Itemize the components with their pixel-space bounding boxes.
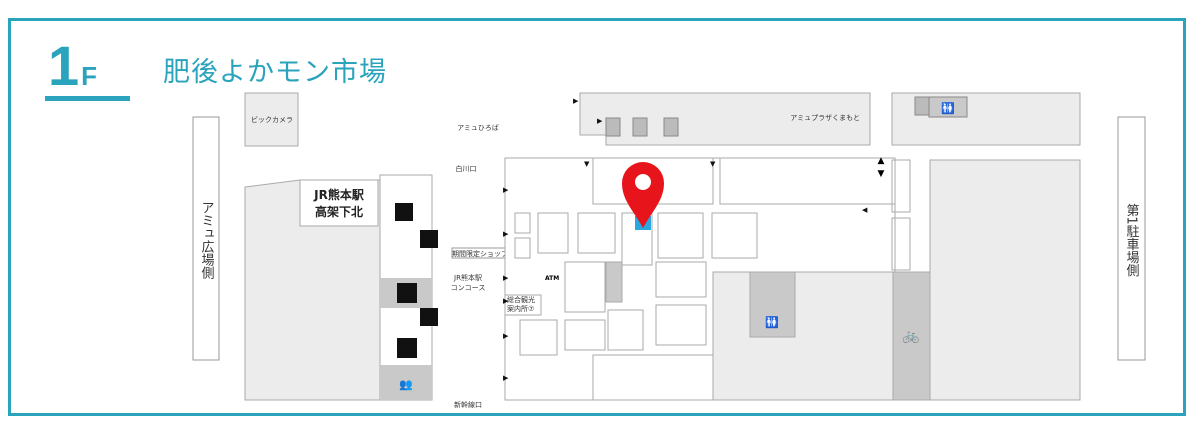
svg-text:▶: ▶ xyxy=(503,297,509,305)
down-arrow-icon: ▼ xyxy=(878,169,885,179)
service-icon xyxy=(397,283,417,303)
entrance-arrows: ▶ ▶ ▶ ▶ ▶ ▶ ▶ ▶ ▼ ▼ ◀ xyxy=(503,97,868,382)
tourist-info-label-1: 総合観光 xyxy=(507,295,535,304)
amu-hiroba-label: アミュひろば xyxy=(457,123,499,132)
bic-camera-label: ビックカメラ xyxy=(251,115,293,124)
concourse-label-1: JR熊本駅 xyxy=(453,273,482,282)
left-side-label: アミュ広場側 xyxy=(199,201,215,279)
jr-kita-label-1: JR熊本駅 xyxy=(313,187,365,202)
elevator-icon xyxy=(914,96,930,116)
smoking-area xyxy=(605,261,623,303)
floor-indicator: 1F xyxy=(48,36,97,96)
svg-text:▶: ▶ xyxy=(503,332,509,340)
floor-underline xyxy=(45,96,130,101)
svg-text:▼: ▼ xyxy=(584,160,590,168)
up-arrow-icon: ▲ xyxy=(878,156,885,166)
limited-shop-label: 期間限定ショップ xyxy=(452,249,508,258)
svg-text:◀: ◀ xyxy=(862,206,868,214)
svg-text:▼: ▼ xyxy=(710,160,716,168)
restroom-glyph: 🚻 xyxy=(941,102,955,115)
amu-plaza-block xyxy=(579,92,871,146)
shirakawa-exit-label: 白川口 xyxy=(456,164,477,173)
east-area xyxy=(929,159,1081,401)
tourist-info-block xyxy=(504,294,542,316)
right-side-box xyxy=(1117,116,1146,361)
market-east-area xyxy=(712,271,896,401)
svg-text:▶: ▶ xyxy=(503,274,509,282)
elevator-icon xyxy=(632,117,648,137)
restroom-icon xyxy=(928,96,968,118)
jr-kita-block xyxy=(299,179,379,227)
svg-text:▶: ▶ xyxy=(503,230,509,238)
concourse-label-2: コンコース xyxy=(451,284,486,292)
elevator-icon xyxy=(663,117,679,137)
waiting-room-icon: 👥 xyxy=(399,378,413,391)
floor-suffix: F xyxy=(81,61,98,91)
floor-number: 1 xyxy=(48,34,80,97)
svg-text:▶: ▶ xyxy=(503,374,509,382)
page-title: 肥後よかモン市場 xyxy=(163,57,387,88)
locker-icon xyxy=(397,338,417,358)
train-icon xyxy=(395,203,413,221)
atm-label: ATM xyxy=(545,275,559,282)
left-side-box xyxy=(192,116,220,361)
gray-cell xyxy=(380,365,432,400)
bicycle-icon: 🚲 xyxy=(902,328,919,344)
location-pin-icon[interactable] xyxy=(622,162,664,228)
bic-camera-block xyxy=(244,92,299,147)
restroom-block xyxy=(749,271,796,338)
svg-text:▶: ▶ xyxy=(597,117,603,125)
right-side-label: 第1駐車場側 xyxy=(1124,203,1140,277)
ticket-office-icon xyxy=(420,308,438,326)
jr-kita-label-2: 高架下北 xyxy=(315,204,363,219)
shinkansen-exit-label: 新幹線口 xyxy=(454,400,482,409)
ticket-office-icon xyxy=(420,230,438,248)
svg-text:▶: ▶ xyxy=(573,97,579,105)
elevator-icon xyxy=(605,117,621,137)
bicycle-parking xyxy=(892,271,931,401)
tourist-info-label-2: 案内所⑦ xyxy=(507,304,534,313)
restroom-icon: 🚻 xyxy=(765,316,779,329)
map-frame xyxy=(8,18,1186,416)
amu-plaza-label: アミュプラザくまもと xyxy=(790,114,860,122)
svg-text:▶: ▶ xyxy=(503,186,509,194)
